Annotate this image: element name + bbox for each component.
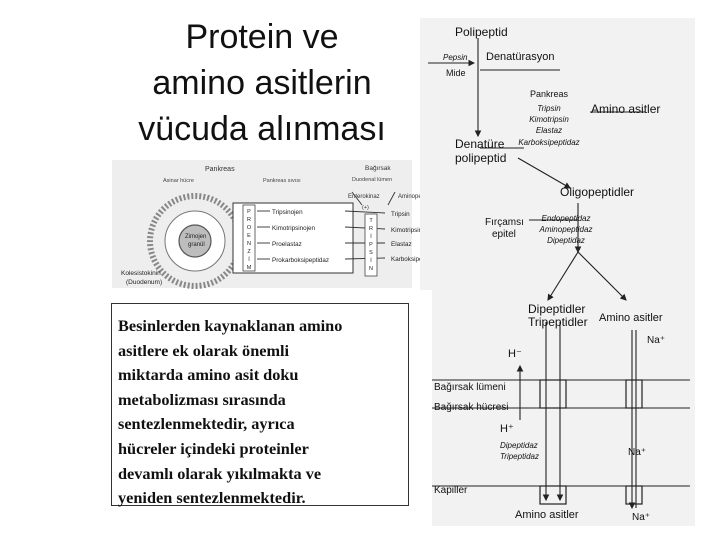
label-bagirsak: Bağırsak [365,165,391,172]
left-diagram-background [112,160,412,288]
proenzim-letter: P [247,209,251,215]
cell-enzyme-tripeptidaz: Tripeptidaz [500,452,539,461]
proenzim-letter: O [247,225,252,231]
label-mide: Mide [446,68,466,78]
proenzyme-box [233,203,353,273]
cell-enzyme-dipeptidaz: Dipeptidaz [500,441,538,450]
label-denature: Denatüre [455,137,505,151]
acinar-cell-ring [150,196,240,286]
title-line-1: Protein ve [108,14,416,60]
title-line-3: vücuda alınması [108,106,416,152]
tripsin-column [365,214,377,276]
pancreas-enzyme-karboksipeptidaz: Karboksipeptidaz [518,138,579,147]
enzyme-elastaz: Elastaz [391,241,412,248]
label-na-top: Na⁺ [647,335,665,346]
label-denaturasyon: Denatürasyon [486,51,555,63]
body-line: yeniden sentezlenmektedir. [118,486,402,511]
pancreas-enzyme-kimotripsin: Kimotripsin [529,115,569,124]
label-zimojen: Zimojen [185,234,206,240]
body-line: sentezlenmektedir, ayrıca [118,412,402,437]
proenzim-letter: Z [247,249,251,255]
proenzim-letter: E [247,233,251,239]
enzyme-tripsin: Tripsin [391,211,410,218]
right-diagram-background [420,18,695,526]
pancreas-enzyme-tripsin: Tripsin [537,104,561,113]
body-line: asitlere ek olarak önemli [118,339,402,364]
label-polipeptid: Polipeptid [455,25,508,39]
label-oligopeptidler: Oligopeptidler [560,185,634,199]
proenzim-column [243,205,255,271]
body-line: Besinlerden kaynaklanan amino [118,314,402,339]
label-pankreas-right: Pankreas [530,89,569,99]
proenzim-letter: N [247,241,251,247]
label-amino-asitler-mid: Amino asitler [599,312,663,324]
proenzim-letter: M [247,265,252,271]
label-dipeptidler: Dipeptidler [528,302,585,316]
label-epitel: epitel [492,229,516,240]
label-pepsin: Pepsin [443,53,468,62]
title-line-2: amino asitlerin [108,60,416,106]
slide-title: Protein ve amino asitlerin vücuda alınma… [108,14,416,152]
tripsin-letter: N [369,266,373,272]
proenzyme-tripsinojen: Tripsinojen [272,209,303,216]
tripsin-letter: İ [370,257,372,264]
tripsin-letter: R [369,226,373,232]
label-enterokinaz: Enterokinaz [348,194,380,200]
brush-enzyme-dipeptidaz: Dipeptidaz [547,236,585,245]
label-plus: (+) [362,205,369,211]
right-diagram-margin [418,290,432,526]
body-line: metabolizması sırasında [118,388,402,413]
label-fircamsi: Fırçamsı [485,217,524,228]
label-aminopeptidaz: Aminopeptidaz [398,194,438,200]
proenzyme-kimotripsinojen: Kimotripsinojen [272,225,316,232]
body-line: miktarda amino asit doku [118,363,402,388]
label-pankreas: Pankreas [205,166,235,173]
explanation-textbox: Besinlerden kaynaklanan amino asitlere e… [111,303,409,506]
proenzim-letter: İ [248,256,250,263]
label-hucre: Bağırsak hücresi [434,402,508,413]
proenzim-letter: R [247,217,251,223]
label-amino-asitler-bottom: Amino asitler [515,509,579,521]
tripsin-letter: S [369,250,373,256]
proenzyme-proelastaz: Proelastaz [272,241,302,248]
brush-enzyme-endopeptidaz: Endopeptidaz [542,214,591,223]
label-granul: granül [188,242,205,248]
proenzyme-prokarboksipeptidaz: Prokarboksipeptidaz [272,257,329,264]
transporter-box [626,380,642,408]
label-asinar: Asinar hücre [163,178,194,184]
tripsin-letter: İ [370,233,372,240]
transporter-box [540,380,566,408]
enzyme-kimotripsin: Kimotripsin [391,227,423,234]
enzyme-karboksipeptidaz: Karboksipeptidaz [391,256,439,263]
pancreas-enzyme-elastaz: Elastaz [536,126,562,135]
transporter-box [540,486,566,504]
label-pankreas-sivisi: Pankreas sıvısı [263,178,301,184]
label-duodenum: (Duodenum) [126,279,162,286]
brush-enzyme-aminopeptidaz: Aminopeptidaz [539,225,593,234]
label-na-bottom: Na⁺ [632,512,650,523]
label-tripeptidler: Tripeptidler [528,315,588,329]
transporter-box [626,486,642,504]
label-polipeptid-2: polipeptid [455,151,506,165]
label-kapiller: Kapiller [434,485,468,496]
label-kolesistokinin: Kolesistokinin [121,270,161,277]
label-lumen: Bağırsak lümeni [434,382,506,393]
label-amino-asitler-top: Amino asitler [591,102,660,116]
label-h-plus: H⁺ [500,423,514,435]
tripsin-letter: P [369,242,373,248]
label-na-mid: Na⁺ [628,447,646,458]
label-h-minus: H⁻ [508,348,522,360]
body-line: hücreler içindeki proteinler [118,437,402,462]
tripsin-letter: T [369,218,373,224]
zymogen-granule [179,225,211,257]
label-duodenal: Duodenal lümen [352,177,392,183]
body-line: devamlı olarak yıkılmakta ve [118,462,402,487]
